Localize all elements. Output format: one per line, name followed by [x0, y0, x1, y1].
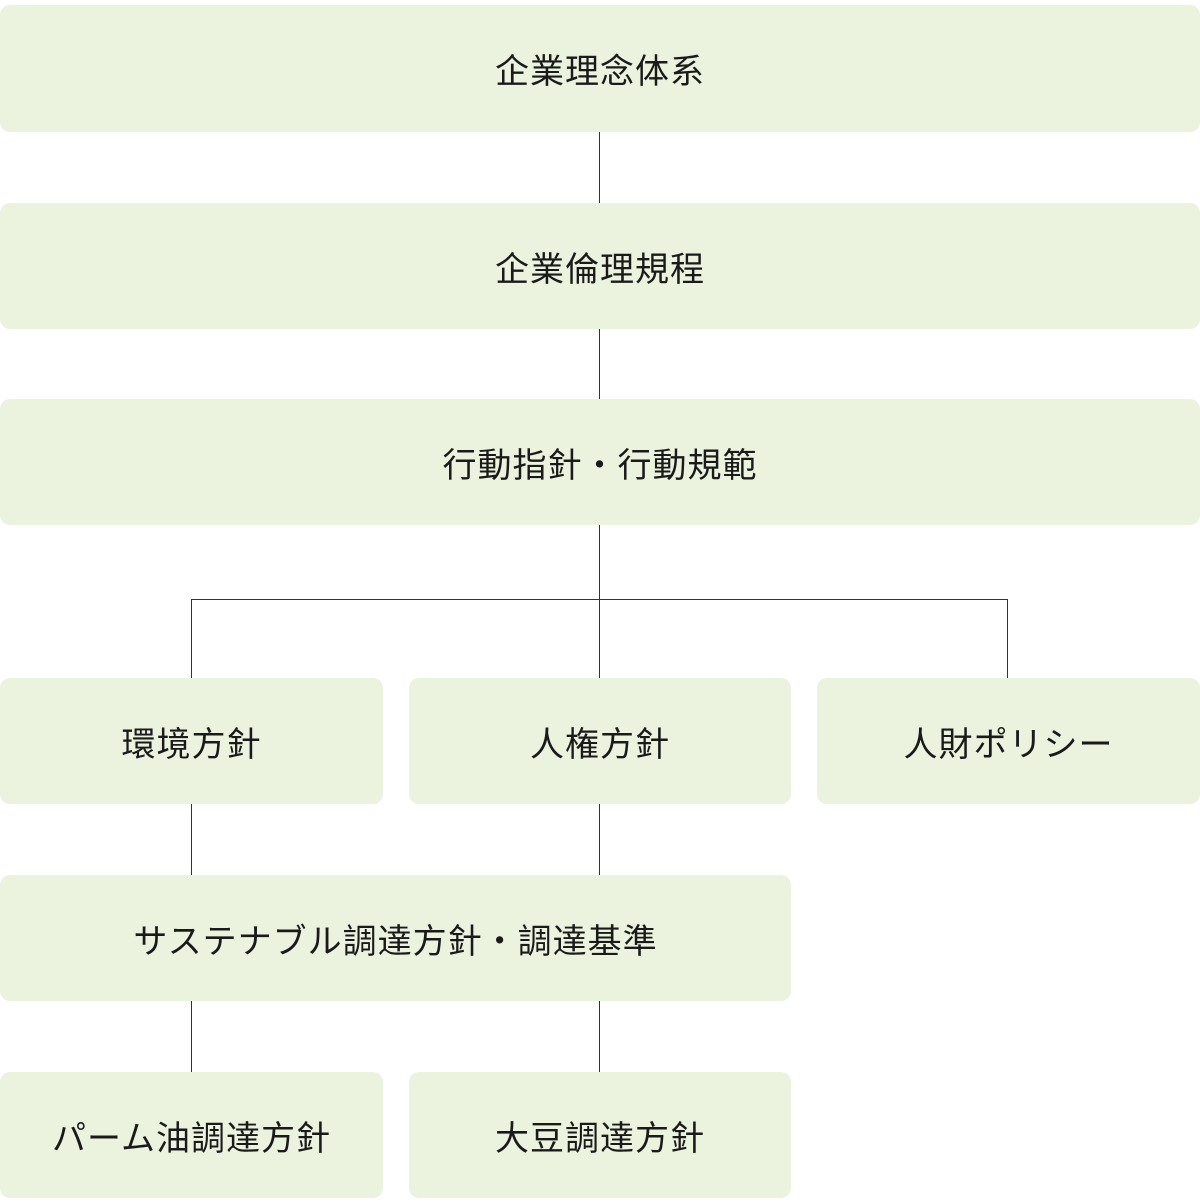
node-sustainable-procurement: サステナブル調達方針・調達基準: [0, 875, 791, 1001]
node-human-rights-policy: 人権方針: [409, 678, 791, 804]
node-label: 大豆調達方針: [495, 1118, 705, 1159]
node-environmental-policy: 環境方針: [0, 678, 383, 804]
node-soybean-procurement: 大豆調達方針: [409, 1072, 791, 1198]
node-label: 人権方針: [530, 724, 670, 765]
connector-branch-horizontal: [191, 599, 1008, 600]
connector-environment-procurement: [191, 803, 192, 877]
node-conduct-guidelines: 行動指針・行動規範: [0, 399, 1200, 525]
node-label: 企業倫理規程: [495, 249, 705, 290]
connector-branch-hr-policy: [1007, 599, 1008, 680]
connector-human-rights-procurement: [599, 803, 600, 877]
connector-ethics-conduct: [599, 328, 600, 400]
node-label: パーム油調達方針: [52, 1118, 331, 1159]
connector-conduct-branch: [599, 525, 600, 680]
node-label: サステナブル調達方針・調達基準: [133, 921, 658, 962]
node-ethics-code: 企業倫理規程: [0, 203, 1200, 329]
node-label: 環境方針: [121, 724, 262, 765]
node-hr-policy: 人財ポリシー: [817, 678, 1200, 804]
connector-procurement-palm-oil: [191, 1000, 192, 1074]
node-label: 人財ポリシー: [903, 724, 1114, 765]
node-label: 企業理念体系: [495, 52, 705, 92]
node-corporate-philosophy: 企業理念体系: [0, 5, 1200, 132]
node-label: 行動指針・行動規範: [442, 445, 758, 486]
connector-procurement-soybean: [599, 1000, 600, 1074]
connector-branch-environment: [191, 599, 192, 680]
node-palm-oil-procurement: パーム油調達方針: [0, 1072, 383, 1198]
connector-top-ethics: [599, 132, 600, 204]
